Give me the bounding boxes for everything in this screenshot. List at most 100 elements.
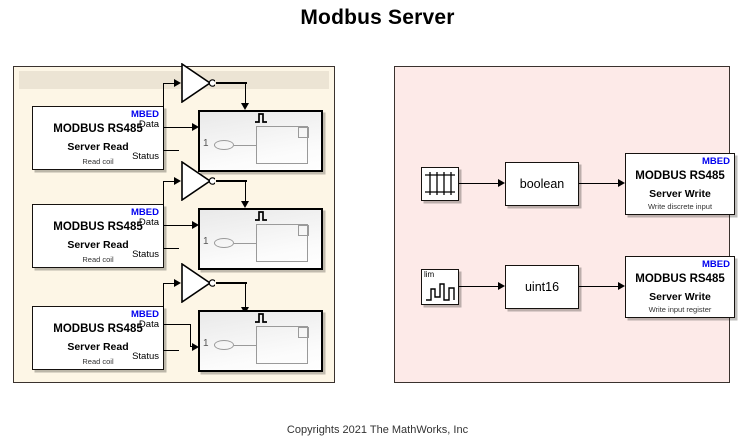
mbed-label: MBED	[131, 309, 159, 320]
wire-data-1	[164, 127, 193, 129]
inport-oval-icon	[214, 340, 234, 350]
inner-rect-icon	[256, 126, 308, 164]
modbus-server-write-block[interactable]: MBED MODBUS RS485 Server Write Write dis…	[625, 153, 735, 215]
wire-arrow-not-1	[174, 78, 181, 87]
wire-status-3b	[163, 284, 165, 351]
input-port-label: 1	[203, 338, 209, 349]
repeating-sequence-stair-icon	[426, 283, 455, 301]
modbus-server-read-block[interactable]: MBED MODBUS RS485 Server Read Data Statu…	[32, 106, 164, 170]
outport-square-icon	[298, 127, 309, 138]
wire-status-1a	[164, 150, 179, 152]
outport-square-icon	[298, 225, 309, 236]
wire-conv-modbus-2	[579, 286, 619, 288]
data-type-conversion-block[interactable]: uint16	[505, 265, 579, 309]
wire-status-3c	[163, 283, 175, 285]
block-title: MODBUS RS485	[53, 323, 143, 335]
wire-arrow-data-2	[192, 220, 199, 229]
wire-trig-3a	[216, 282, 247, 284]
wire-arrow-data-3	[192, 342, 199, 351]
trigger-port-icon	[200, 112, 321, 124]
inner-rect-icon	[256, 224, 308, 262]
pulse-generator-icon	[425, 172, 455, 195]
logical-not-gate[interactable]	[181, 263, 215, 303]
input-port-label: 1	[203, 138, 209, 149]
conversion-label: uint16	[524, 280, 560, 294]
wire-arrow-data-1	[192, 122, 199, 131]
wire-arrow-modbus-1	[618, 179, 625, 187]
modbus-server-write-area[interactable]: boolean MBED MODBUS RS485 Server Write W…	[394, 66, 735, 383]
wire-arrow-trigger-2	[241, 201, 249, 208]
wire-data-2	[164, 225, 193, 227]
wire-trig-3b	[245, 282, 247, 308]
block-caption: Read coil	[82, 357, 114, 366]
block-caption: Write discrete input	[647, 202, 713, 211]
port-label-status: Status	[132, 351, 159, 362]
wire-trig-1a	[216, 82, 247, 84]
block-title: MODBUS RS485	[53, 123, 143, 135]
wire-status-1b	[163, 84, 165, 151]
trigger-port-icon	[200, 312, 321, 324]
logical-not-gate[interactable]	[181, 161, 215, 201]
wire-status-2a	[164, 248, 179, 250]
limit-label: lim	[424, 270, 435, 279]
wire-arrow-trigger-1	[241, 103, 249, 110]
wire-arrow-not-3	[174, 278, 181, 287]
data-type-conversion-block[interactable]: boolean	[505, 162, 579, 206]
inner-wire	[234, 243, 257, 244]
wire-trig-2a	[216, 180, 247, 182]
inner-wire	[234, 345, 257, 346]
pulse-generator-block[interactable]	[421, 167, 459, 201]
wire-arrow-conv-2	[498, 282, 505, 290]
wire-data-3b	[190, 324, 192, 347]
copyright-notice: Copyrights 2021 The MathWorks, Inc	[286, 424, 469, 436]
wire-trig-2b	[245, 180, 247, 202]
repeating-sequence-stair-block[interactable]: lim	[421, 269, 459, 305]
outport-square-icon	[298, 327, 309, 338]
port-label-data: Data	[138, 119, 159, 130]
inport-oval-icon	[214, 140, 234, 150]
modbus-server-read-block[interactable]: MBED MODBUS RS485 Server Read Data Statu…	[32, 306, 164, 370]
block-caption: Read coil	[82, 157, 114, 166]
inport-oval-icon	[214, 238, 234, 248]
mbed-label: MBED	[131, 109, 159, 120]
block-caption: Read coil	[82, 255, 114, 264]
wire-status-1c	[163, 83, 175, 85]
block-subtitle: Server Write	[649, 188, 711, 200]
page-title: Modbus Server	[300, 6, 455, 29]
mbed-label: MBED	[131, 207, 159, 218]
modbus-server-read-area[interactable]: MBED MODBUS RS485 Server Read Data Statu…	[13, 63, 335, 383]
mbed-label: MBED	[702, 259, 730, 270]
port-label-status: Status	[132, 249, 159, 260]
block-subtitle: Server Write	[649, 291, 711, 303]
block-subtitle: Server Read	[67, 141, 129, 153]
mbed-label: MBED	[702, 156, 730, 167]
port-label-data: Data	[138, 217, 159, 228]
inner-wire	[234, 145, 257, 146]
block-subtitle: Server Read	[67, 239, 129, 251]
wire-conv-modbus-1	[579, 183, 619, 185]
port-label-status: Status	[132, 151, 159, 162]
triggered-subsystem-block[interactable]: 1	[198, 208, 323, 270]
logical-not-gate[interactable]	[181, 63, 215, 103]
wire-status-2b	[163, 182, 165, 249]
inner-rect-icon	[256, 326, 308, 364]
wire-src-conv-1	[459, 183, 499, 185]
wire-status-2c	[163, 181, 175, 183]
conversion-label: boolean	[519, 177, 565, 191]
modbus-server-write-block[interactable]: MBED MODBUS RS485 Server Write Write inp…	[625, 256, 735, 318]
wire-trig-1b	[245, 82, 247, 104]
block-title: MODBUS RS485	[53, 221, 143, 233]
port-label-data: Data	[138, 319, 159, 330]
input-port-label: 1	[203, 236, 209, 247]
block-caption: Write input register	[648, 305, 712, 314]
triggered-subsystem-block[interactable]: 1	[198, 310, 323, 372]
triggered-subsystem-block[interactable]: 1	[198, 110, 323, 172]
wire-status-3a	[164, 350, 179, 352]
wire-src-conv-2	[459, 286, 499, 288]
wire-data-3a	[164, 324, 191, 326]
wire-arrow-conv-1	[498, 179, 505, 187]
wire-arrow-modbus-2	[618, 282, 625, 290]
trigger-port-icon	[200, 210, 321, 222]
block-title: MODBUS RS485	[635, 170, 725, 182]
modbus-server-read-block[interactable]: MBED MODBUS RS485 Server Read Data Statu…	[32, 204, 164, 268]
